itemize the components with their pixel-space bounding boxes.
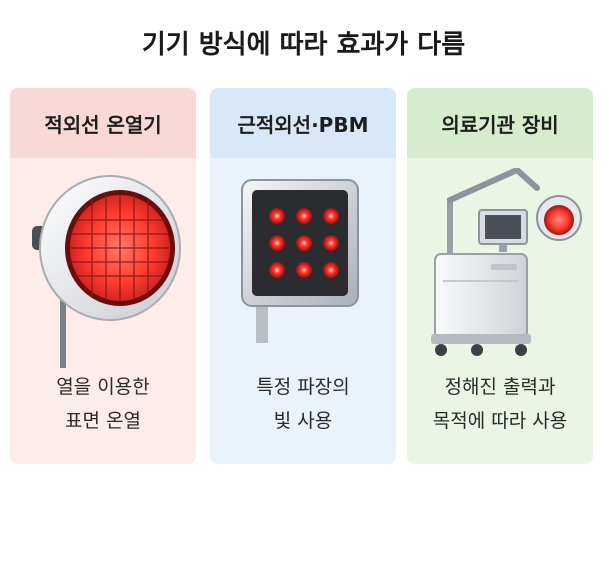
card-description: 열을 이용한 표면 온열 (10, 370, 196, 438)
card-medical-equipment: 의료기관 장비 (407, 88, 593, 464)
page-title: 기기 방식에 따라 효과가 다름 (141, 30, 466, 60)
card-heading: 근적외선·PBM (210, 88, 396, 158)
card-description: 특정 파장의 빛 사용 (210, 370, 396, 438)
card-infrared-heater: 적외선 온열기 (10, 88, 196, 464)
led-panel-icon (241, 179, 359, 343)
card-heading: 적외선 온열기 (10, 88, 196, 158)
medical-device-icon (431, 168, 582, 356)
heat-lamp-icon (32, 175, 181, 368)
card-description: 정해진 출력과 목적에 따라 사용 (407, 370, 593, 438)
desc-line-1: 특정 파장의 (256, 376, 350, 398)
desc-line-1: 정해진 출력과 (444, 376, 556, 398)
desc-line-1: 열을 이용한 (56, 376, 150, 398)
desc-line-2: 표면 온열 (65, 410, 141, 432)
card-heading: 의료기관 장비 (407, 88, 593, 158)
card-nir-pbm: 근적외선·PBM 특정 파장의 빛 사용 (210, 88, 396, 464)
desc-line-2: 빛 사용 (273, 410, 333, 432)
desc-line-2: 목적에 따라 사용 (432, 410, 568, 432)
